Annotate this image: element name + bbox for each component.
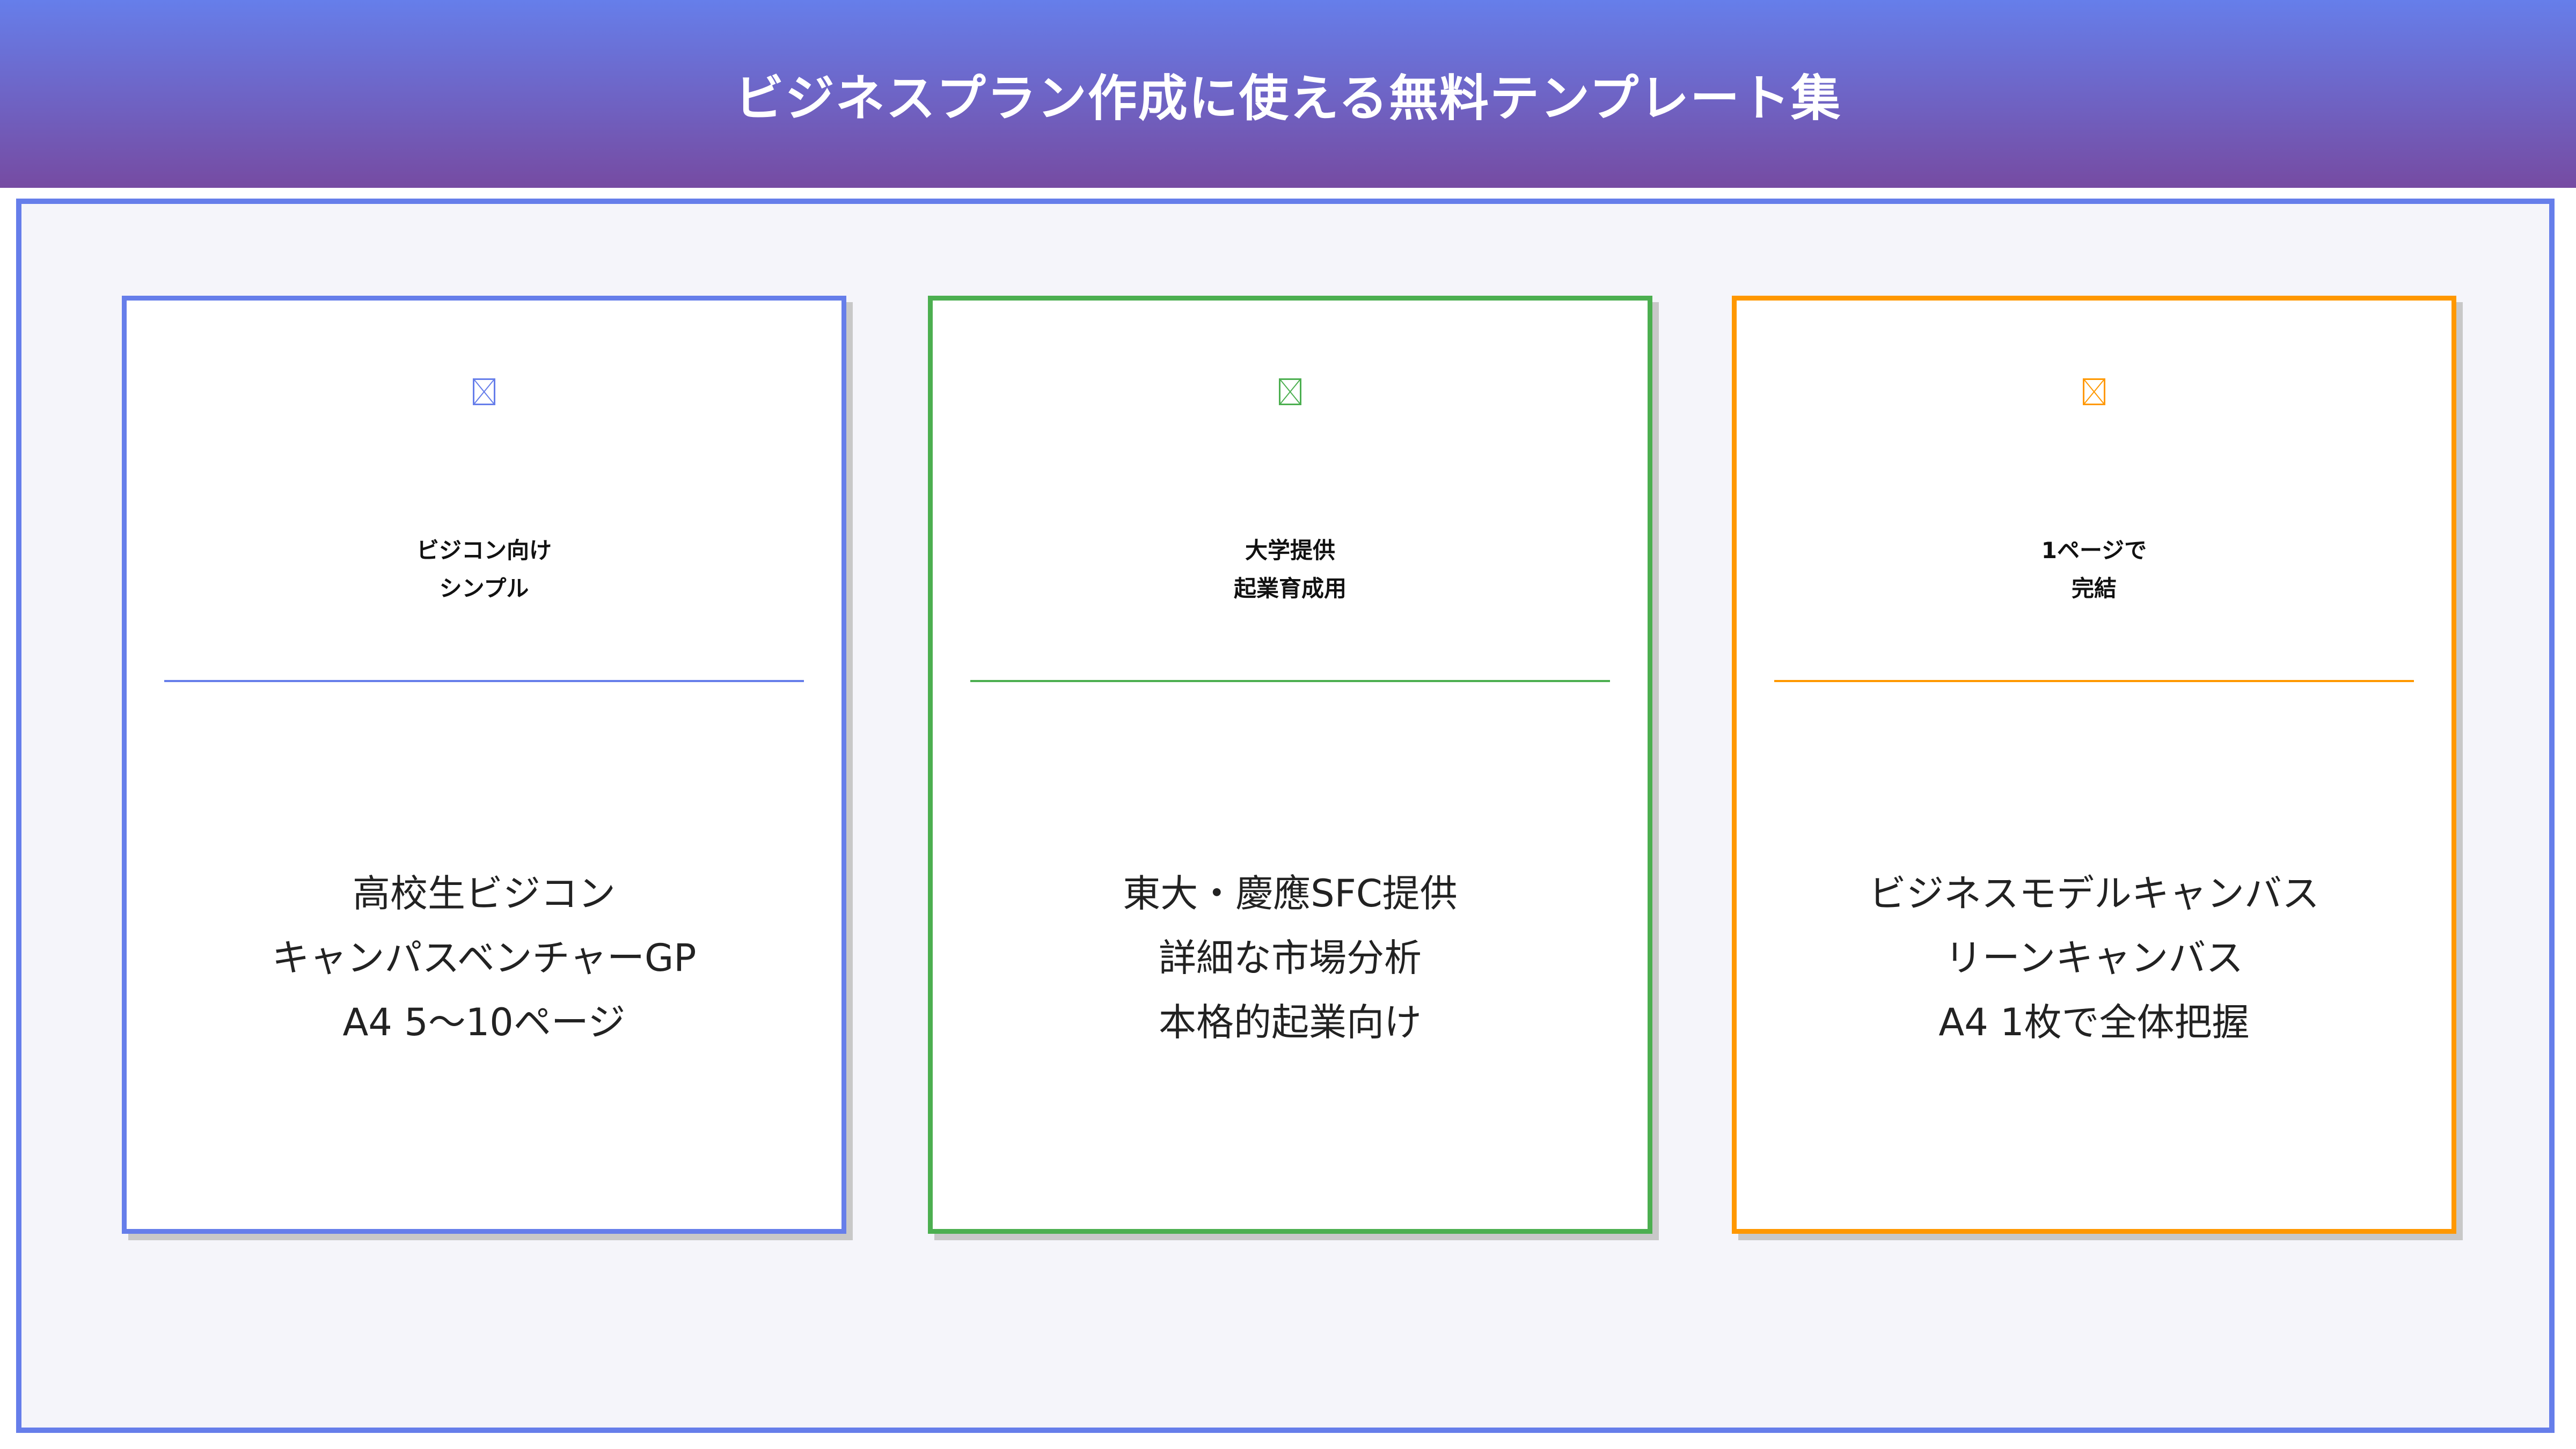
card-subtitle: ビジコン向け シンプル [127,531,841,608]
broken-image-icon [2083,378,2105,405]
card-description-line: 高校生ビジコン [353,872,616,916]
template-card-university[interactable]: 大学提供 起業育成用 東大・慶應SFC提供 詳細な市場分析 本格的起業向け [928,296,1652,1234]
card-description-line: 本格的起業向け [1159,1000,1422,1044]
card-description-line: 東大・慶應SFC提供 [1123,872,1458,916]
card-description: 高校生ビジコン キャンパスベンチャーGP A4 5〜10ページ [127,861,841,1055]
card-description-line: ビジネスモデルキャンバス [1869,872,2319,916]
card-description-line: A4 5〜10ページ [342,1000,626,1044]
card-subtitle-line: 起業育成用 [1233,575,1346,602]
card-subtitle-line: ビジコン向け [416,537,552,564]
card-subtitle-line: 大学提供 [1245,537,1335,564]
broken-image-icon [473,378,495,405]
card-subtitle: 大学提供 起業育成用 [933,531,1648,608]
card-subtitle-line: 完結 [2071,575,2117,602]
card-description: 東大・慶應SFC提供 詳細な市場分析 本格的起業向け [933,861,1648,1055]
card-description-line: A4 1枚で全体把握 [1938,1000,2250,1044]
card-subtitle-line: シンプル [439,575,529,602]
card-subtitle-line: 1ページで [2041,537,2147,564]
template-card-bizcon[interactable]: ビジコン向け シンプル 高校生ビジコン キャンパスベンチャーGP A4 5〜10… [122,296,846,1234]
card-subtitle: 1ページで 完結 [1737,531,2451,608]
card-description: ビジネスモデルキャンバス リーンキャンバス A4 1枚で全体把握 [1737,861,2451,1055]
card-description-line: リーンキャンバス [1944,936,2244,980]
page-title: ビジネスプラン作成に使える無料テンプレート集 [734,69,1842,127]
card-divider [970,680,1610,682]
broken-image-icon [1279,378,1301,405]
template-card-one-page[interactable]: 1ページで 完結 ビジネスモデルキャンバス リーンキャンバス A4 1枚で全体把… [1732,296,2456,1234]
card-description-line: キャンパスベンチャーGP [272,936,697,980]
card-divider [1774,680,2414,682]
page-header: ビジネスプラン作成に使える無料テンプレート集 [0,0,2576,188]
card-divider [164,680,804,682]
card-description-line: 詳細な市場分析 [1159,936,1422,980]
